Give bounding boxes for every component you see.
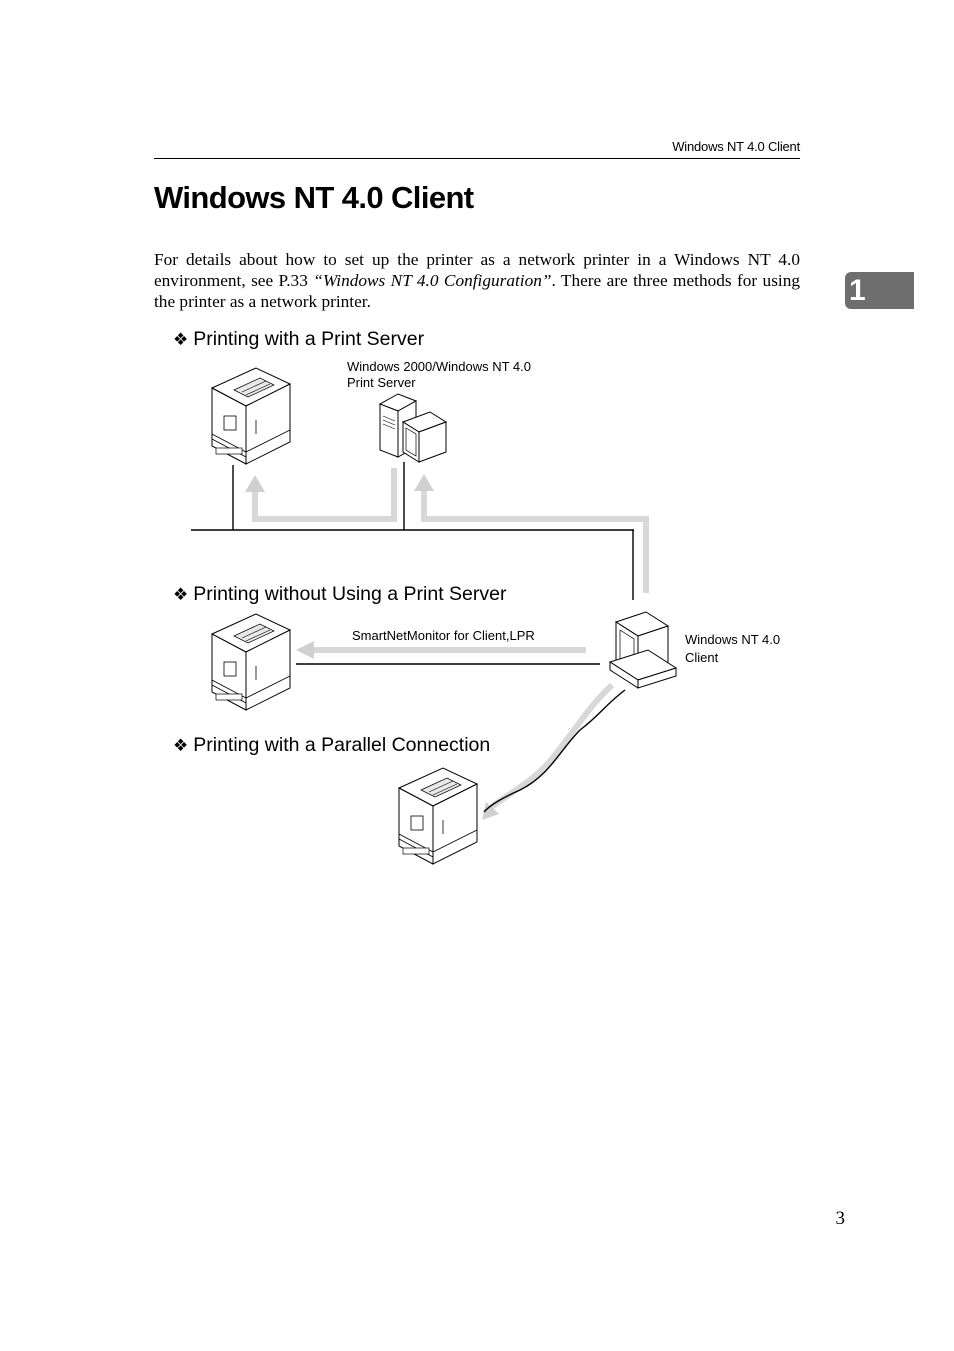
printer-icon	[211, 367, 291, 465]
page-number: 3	[835, 1208, 846, 1229]
printer-icon	[398, 767, 478, 865]
page-title: Windows NT 4.0 Client	[154, 180, 474, 215]
parallel-cable	[483, 689, 626, 813]
running-header: Windows NT 4.0 Client	[672, 139, 800, 154]
arrow-down-left-icon	[482, 802, 499, 820]
print-server-label-line2: Print Server	[347, 375, 416, 390]
client-label-line1: Windows NT 4.0	[685, 632, 781, 647]
diamond-bullet-icon: ❖	[173, 585, 189, 604]
client-label: Windows NT 4.0 Client	[685, 631, 780, 667]
section-print-server: ❖Printing with a Print Server	[173, 328, 424, 351]
section-no-print-server: ❖Printing without Using a Print Server	[173, 583, 506, 606]
section-heading: Printing with a Print Server	[193, 328, 425, 350]
parallel-arrow	[486, 682, 615, 813]
arrow-up-icon	[245, 475, 265, 492]
configuration-reference-link[interactable]: “Windows NT 4.0 Configuration”	[313, 270, 552, 290]
print-path-arrow	[252, 468, 649, 593]
section-heading: Printing with a Parallel Connection	[193, 734, 491, 756]
client-computer-icon	[608, 611, 678, 689]
section-parallel: ❖Printing with a Parallel Connection	[173, 734, 490, 757]
print-server-computer-icon	[378, 393, 448, 463]
chapter-tab: 1	[845, 272, 914, 309]
intro-text-2: . There are three methods for using the …	[154, 270, 801, 311]
arrow-up-icon	[414, 474, 434, 491]
intro-text-1: For details about how to set up the prin…	[154, 250, 800, 290]
printer-icon	[211, 613, 291, 711]
client-label-line2: Client	[685, 650, 719, 665]
network-line	[191, 462, 634, 600]
arrow-left-icon	[296, 641, 314, 659]
section-heading: Printing without Using a Print Server	[193, 583, 507, 605]
header-rule	[154, 158, 800, 159]
diamond-bullet-icon: ❖	[173, 736, 189, 755]
print-server-label-line1: Windows 2000/Windows NT 4.0	[347, 359, 532, 374]
diamond-bullet-icon: ❖	[173, 330, 189, 349]
print-server-label: Windows 2000/Windows NT 4.0 Print Server	[347, 359, 531, 391]
intro-paragraph: For details about how to set up the prin…	[154, 250, 800, 312]
smartnet-label: SmartNetMonitor for Client,LPR	[352, 628, 535, 643]
